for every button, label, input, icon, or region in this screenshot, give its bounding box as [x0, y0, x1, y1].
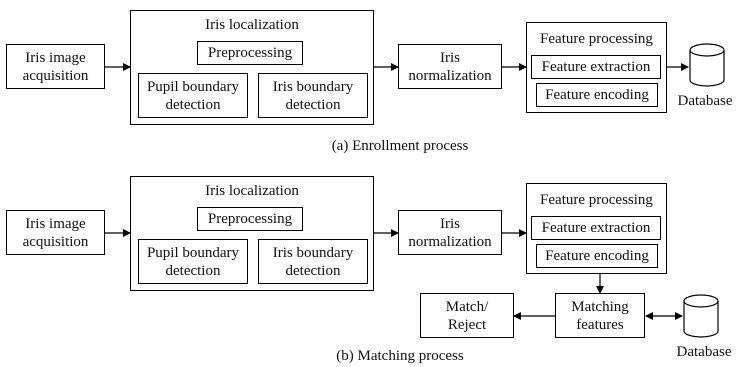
- match-matching-features-box: Matching features: [555, 293, 645, 338]
- match-matching-line1: Matching: [571, 298, 629, 315]
- enroll-database-icon: [689, 43, 725, 87]
- enroll-caption: (a) Enrollment process: [331, 138, 469, 154]
- match-matching-line2: features: [576, 316, 624, 333]
- enroll-preprocessing-box: Preprocessing: [197, 41, 303, 65]
- enroll-acquisition-line2: acquisition: [22, 67, 89, 84]
- enroll-pupil-line2: detection: [165, 96, 221, 113]
- match-pupil-line1: Pupil boundary: [146, 244, 240, 261]
- enroll-pupil-detection-box: Pupil boundary detection: [138, 73, 248, 118]
- match-iris-line1: Iris boundary: [272, 244, 354, 261]
- match-feature-extraction-label: Feature extraction: [541, 220, 651, 236]
- match-normalization-line1: Iris: [440, 215, 460, 232]
- match-pupil-line2: detection: [165, 262, 221, 279]
- enroll-feature-encoding-box: Feature encoding: [536, 83, 658, 107]
- match-iris-detection-box: Iris boundary detection: [258, 239, 368, 284]
- enroll-preprocessing-label: Preprocessing: [207, 45, 293, 61]
- match-database-label: Database: [676, 344, 732, 360]
- enroll-iris-detection-box: Iris boundary detection: [258, 73, 368, 118]
- match-reject-box: Match/ Reject: [420, 293, 514, 338]
- match-caption: (b) Matching process: [336, 348, 464, 364]
- match-preprocessing-label: Preprocessing: [207, 211, 293, 227]
- match-feature-title: Feature processing: [540, 192, 653, 208]
- enroll-iris-line2: detection: [285, 96, 341, 113]
- enroll-normalization-line1: Iris: [440, 49, 460, 66]
- enroll-feature-encoding-label: Feature encoding: [545, 87, 649, 103]
- match-feature-encoding-box: Feature encoding: [536, 244, 658, 268]
- match-preprocessing-box: Preprocessing: [197, 207, 303, 231]
- enroll-feature-title: Feature processing: [540, 31, 653, 47]
- enroll-iris-line1: Iris boundary: [272, 78, 354, 95]
- enroll-feature-extraction-box: Feature extraction: [531, 55, 661, 79]
- enroll-normalization-line2: normalization: [408, 67, 492, 84]
- match-pupil-detection-box: Pupil boundary detection: [138, 239, 248, 284]
- enroll-acquisition-box: Iris image acquisition: [6, 44, 105, 89]
- match-reject-line2: Reject: [447, 316, 487, 333]
- enroll-normalization-box: Iris normalization: [398, 44, 502, 89]
- match-iris-line2: detection: [285, 262, 341, 279]
- enroll-acquisition-line1: Iris image: [25, 49, 86, 66]
- match-database-icon: [683, 294, 719, 338]
- match-feature-encoding-label: Feature encoding: [545, 248, 649, 264]
- match-acquisition-line1: Iris image: [25, 215, 86, 232]
- enroll-feature-extraction-label: Feature extraction: [541, 59, 651, 75]
- match-acquisition-box: Iris image acquisition: [6, 210, 105, 255]
- match-localization-title: Iris localization: [205, 183, 299, 199]
- enroll-localization-title: Iris localization: [205, 17, 299, 33]
- match-reject-line1: Match/: [445, 298, 489, 315]
- enroll-pupil-line1: Pupil boundary: [146, 78, 240, 95]
- match-feature-extraction-box: Feature extraction: [531, 216, 661, 240]
- match-acquisition-line2: acquisition: [22, 233, 89, 250]
- enroll-database-label: Database: [677, 93, 733, 109]
- match-normalization-line2: normalization: [408, 233, 492, 250]
